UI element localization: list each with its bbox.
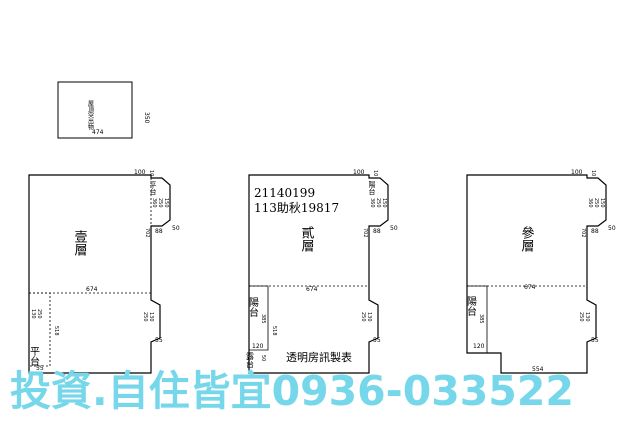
floor2-dim-385: 385: [260, 314, 266, 324]
floor1-dim-100: 100: [134, 169, 146, 176]
floor1-label-platform-top: 平台: [149, 181, 157, 196]
floor1-dim-150: 150: [163, 198, 169, 208]
floor3-dim-385: 385: [478, 314, 484, 324]
footer-contact-banner: 投資.自住皆宜0936-033522: [10, 367, 574, 415]
roof-height-dim: 350: [143, 112, 150, 124]
floor3-dim-50: 50: [608, 225, 616, 232]
floor-plan-1: 壹層 100 10 平台 360 250 150 50 702 88 674 1…: [28, 169, 180, 374]
floor3-dim-120: 120: [473, 343, 485, 350]
floor3-dim-88: 88: [591, 228, 599, 235]
floor1-dim-674: 674: [86, 286, 98, 293]
floor2-label-balcony-left: 陽台: [247, 297, 259, 318]
floor1-dim-130-right: 130: [148, 312, 154, 322]
floor2-dim-10: 10: [372, 170, 378, 176]
roof-protrusion: 屋頂突出物 474 350: [57, 81, 150, 139]
floor3-dim-55-right: 55: [591, 337, 599, 344]
floor1-name: 壹層: [72, 230, 88, 257]
roof-width-dim: 474: [92, 129, 104, 136]
floor3-dim-554: 554: [532, 366, 544, 373]
floor1-dim-88: 88: [155, 228, 163, 235]
floor1-dim-702: 702: [144, 228, 150, 238]
floor2-dim-100: 100: [353, 169, 365, 176]
floor2-dim-674: 674: [306, 286, 318, 293]
floor2-dim-518: 518: [271, 326, 277, 336]
floor1-label-platform-bottom: 平台: [28, 346, 40, 367]
floor2-dim-360: 360: [369, 198, 375, 208]
floor3-label-balcony-left: 陽台: [465, 296, 477, 317]
floor1-dim-130-left: 130: [30, 309, 36, 319]
floor2-label-terrace: 露台: [246, 352, 255, 369]
floor3-dim-130-right: 130: [584, 312, 590, 322]
floor3-dim-250: 250: [593, 198, 599, 208]
floor-plan-2: 21140199 113助秋19817 貳層 100 10 陽台 360 250…: [246, 169, 398, 374]
floor3-name: 參層: [519, 226, 535, 253]
floor1-dim-55-right: 55: [155, 337, 163, 344]
floor-plan-3: 參層 100 10 360 250 150 50 702 88 674 陽台 3…: [465, 169, 616, 374]
floor1-dim-250-right: 250: [142, 312, 148, 322]
annotation-line2: 113助秋19817: [254, 201, 339, 215]
floor2-dim-120: 120: [252, 343, 264, 350]
floor1-dim-55-left: 55: [36, 365, 44, 372]
floor1-dim-250-left: 250: [36, 309, 42, 319]
annotation-line1: 21140199: [254, 186, 315, 200]
floor3-dim-100: 100: [571, 169, 583, 176]
floor2-dim-250-right: 250: [360, 312, 366, 322]
floor1-dim-360: 360: [151, 198, 157, 208]
floor3-dim-702: 702: [580, 228, 586, 238]
floor2-dim-50-bottom: 50: [260, 355, 266, 361]
floor1-dim-250: 250: [157, 198, 163, 208]
floor3-dim-150: 150: [599, 198, 605, 208]
floor2-dim-130-right: 130: [366, 312, 372, 322]
floor2-dim-150: 150: [381, 198, 387, 208]
floor3-dim-674: 674: [524, 284, 536, 291]
floor2-name: 貳層: [299, 226, 315, 253]
floor2-dim-88: 88: [373, 228, 381, 235]
floor2-dim-50: 50: [390, 225, 398, 232]
floor2-dim-702: 702: [362, 228, 368, 238]
credit-text: 透明房訊製表: [286, 350, 352, 364]
floor1-dim-50: 50: [172, 225, 180, 232]
floor3-dim-10: 10: [590, 170, 596, 176]
floor1-dim-518: 518: [53, 326, 59, 336]
floor3-dim-360: 360: [587, 198, 593, 208]
floor2-dim-55-right: 55: [373, 337, 381, 344]
floor3-dim-250-right: 250: [578, 312, 584, 322]
floor2-label-balcony-top: 陽台: [368, 180, 376, 196]
floor1-dim-10: 10: [148, 170, 154, 176]
roof-title: 屋頂突出物: [87, 100, 94, 131]
floor2-dim-250: 250: [375, 198, 381, 208]
